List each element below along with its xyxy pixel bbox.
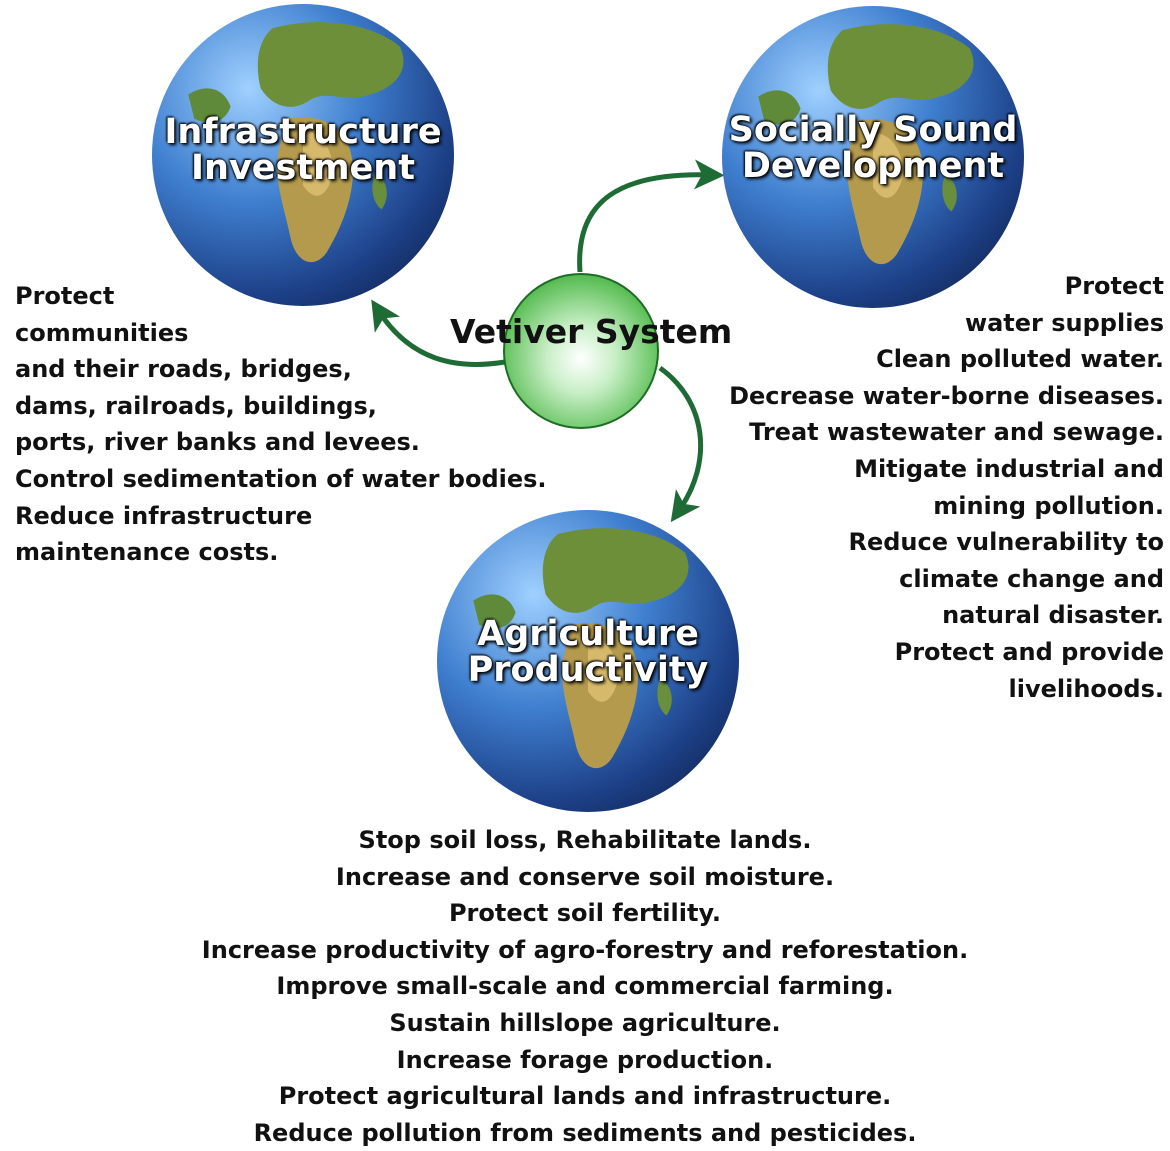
benefit-line: Reduce infrastructure (15, 501, 313, 530)
vetiver-system-node (503, 273, 659, 429)
benefit-line: Clean polluted water. (876, 345, 1164, 374)
benefit-line: Mitigate industrial and (854, 454, 1164, 483)
benefit-line: livelihoods. (1008, 674, 1164, 703)
benefit-line: Reduce vulnerability to (848, 528, 1164, 557)
globe-infrastructure: Infrastructure Investment (152, 4, 454, 306)
globe-title-line: Socially Sound (728, 110, 1018, 150)
benefit-line: Protect agricultural lands and infrastru… (278, 1082, 892, 1111)
globe-title-agriculture: Agriculture Productivity (437, 616, 739, 688)
benefit-line: Stop soil loss, Rehabilitate lands. (358, 826, 812, 854)
globe-title-social: Socially Sound Development (722, 112, 1024, 184)
globe-title-line: Agriculture (477, 614, 699, 654)
benefit-line: Treat wastewater and sewage. (749, 418, 1164, 447)
benefit-line: maintenance costs. (15, 538, 279, 567)
globe-social: Socially Sound Development (722, 6, 1024, 308)
globe-title-line: Investment (191, 148, 415, 188)
benefit-line: Control sedimentation of water bodies. (15, 464, 547, 493)
benefit-line: mining pollution. (933, 491, 1164, 520)
benefit-line: climate change and (899, 564, 1164, 593)
arrow-to-agriculture (658, 365, 704, 523)
infrastructure-benefits: Protect communities and their roads, bri… (15, 278, 547, 571)
benefit-line: natural disaster. (942, 601, 1164, 630)
benefit-line: and their roads, bridges, (15, 355, 352, 384)
benefit-line: Protect (1064, 272, 1164, 300)
arrow-to-social (577, 159, 725, 273)
agriculture-benefits: Stop soil loss, Rehabilitate lands. Incr… (0, 822, 1170, 1151)
benefit-line: Reduce pollution from sediments and pest… (253, 1118, 917, 1147)
globe-title-line: Infrastructure (164, 112, 442, 152)
globe-title-infrastructure: Infrastructure Investment (152, 114, 454, 186)
arrow-to-infrastructure (371, 299, 506, 367)
social-benefits: Protect water supplies Clean polluted wa… (729, 268, 1164, 707)
benefit-line: dams, railroads, buildings, (15, 391, 377, 420)
globe-title-line: Development (741, 146, 1005, 186)
benefit-line: Increase productivity of agro-forestry a… (201, 935, 969, 964)
earth-continents-icon (473, 528, 689, 769)
globe-agriculture: Agriculture Productivity (437, 510, 739, 812)
benefit-line: Increase and conserve soil moisture. (335, 862, 835, 891)
benefit-line: Protect and provide (894, 637, 1164, 666)
benefit-line: Sustain hillslope agriculture. (389, 1008, 781, 1037)
benefit-line: communities (15, 318, 189, 347)
benefit-line: Improve small-scale and commercial farmi… (276, 972, 894, 1001)
benefit-line: Protect (15, 282, 115, 310)
benefit-line: ports, river banks and levees. (15, 428, 420, 457)
earth-continents-icon (758, 24, 974, 265)
vetiver-system-label: Vetiver System (450, 312, 733, 351)
benefit-line: Increase forage production. (396, 1045, 774, 1074)
earth-continents-icon (188, 22, 404, 263)
globe-title-line: Productivity (467, 650, 709, 690)
benefit-line: Protect soil fertility. (448, 899, 722, 928)
benefit-line: Decrease water-borne diseases. (729, 381, 1164, 410)
benefit-line: water supplies (964, 308, 1164, 337)
